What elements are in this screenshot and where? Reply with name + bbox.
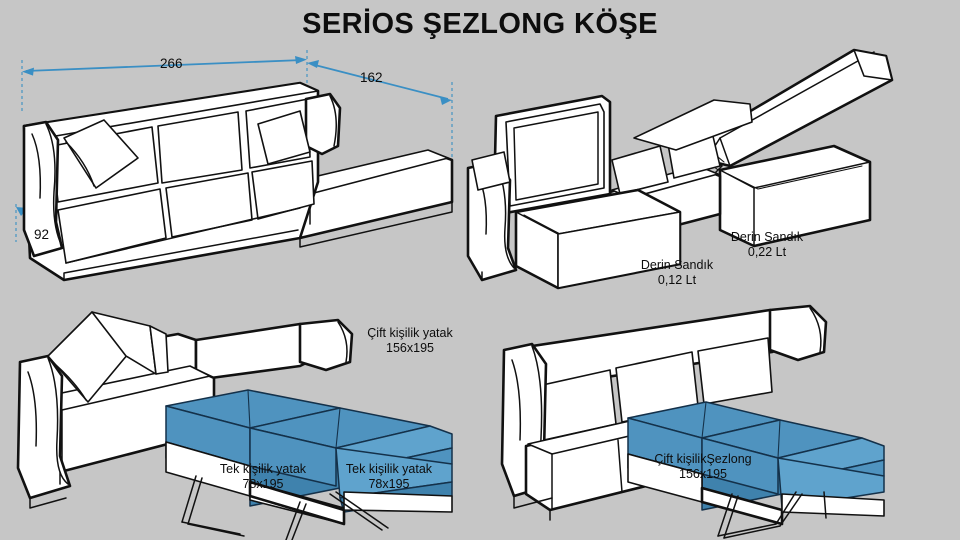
label-capacity: 0,22 Lt xyxy=(747,244,787,259)
label-double-bed: Çift kişilik yatak 156x195 xyxy=(350,326,470,355)
dimension-guides xyxy=(15,50,453,274)
label-size: 78x195 xyxy=(368,476,410,491)
view-chaise-bed: Çift kişilikŞezlong 156x195 xyxy=(480,296,960,540)
label-title: Derin Sandık xyxy=(640,258,714,272)
label-single-bed-left: Tek kişilik yatak 78x195 xyxy=(206,462,320,491)
label-title: Çift kişilikŞezlong xyxy=(654,452,752,466)
label-title: Tek kişilik yatak xyxy=(345,462,433,476)
dimension-label-162: 162 xyxy=(360,70,383,85)
view-closed-sofa: 266 162 92 xyxy=(0,42,470,282)
label-title: Tek kişilik yatak xyxy=(219,462,307,476)
label-derin-sandik-right: Derin Sandık 0,22 Lt xyxy=(707,230,827,259)
page-title: SERİOS ŞEZLONG KÖŞE xyxy=(302,8,658,40)
view-full-bed: Çift kişilik yatak 156x195 Tek kişilik y… xyxy=(0,296,480,540)
bed-legs xyxy=(181,475,389,540)
bed-legs xyxy=(717,491,827,539)
dimension-label-92: 92 xyxy=(34,227,50,242)
label-capacity: 0,12 Lt xyxy=(657,272,697,287)
label-size: 78x195 xyxy=(242,476,284,491)
label-single-bed-right: Tek kişilik yatak 78x195 xyxy=(332,462,446,491)
dimension-266 xyxy=(22,56,307,76)
label-chaise-double: Çift kişilikŞezlong 156x195 xyxy=(628,452,778,481)
label-size: 156x195 xyxy=(679,466,727,481)
label-title: Çift kişilik yatak xyxy=(367,326,453,340)
label-derin-sandik-left: Derin Sandık 0,12 Lt xyxy=(617,258,737,287)
label-size: 156x195 xyxy=(386,340,434,355)
dimension-162 xyxy=(307,60,452,105)
view-storage-open: Derin Sandık 0,12 Lt Derin Sandık 0,22 L… xyxy=(462,42,960,297)
label-title: Derin Sandık xyxy=(730,230,804,244)
dimension-label-266: 266 xyxy=(160,56,183,71)
